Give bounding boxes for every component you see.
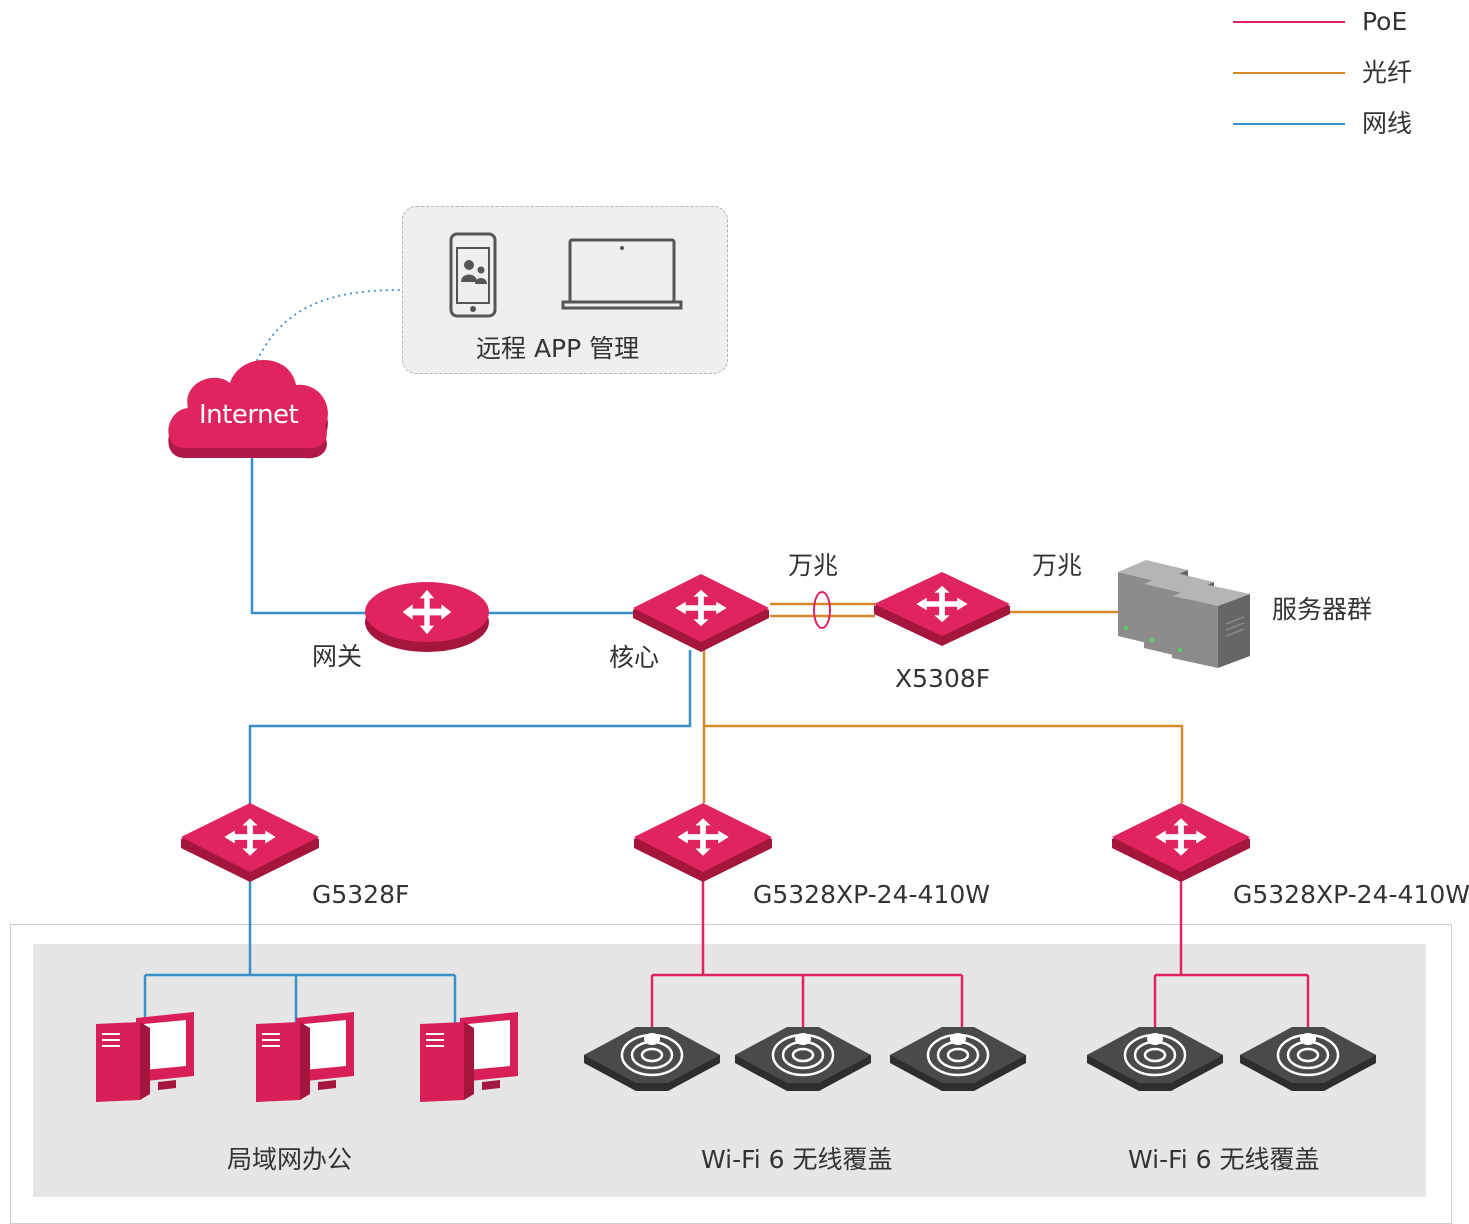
wifi2-zone-label: Wi-Fi 6 无线覆盖 <box>1128 1145 1320 1174</box>
core-wifi2-link <box>704 724 1184 803</box>
laptop-icon <box>561 238 683 310</box>
legend-ethernet-line <box>1233 123 1345 125</box>
access-point-icon-1 <box>584 1027 720 1091</box>
legend-fiber-line <box>1233 72 1345 74</box>
office-pc-links <box>143 878 457 1030</box>
internet-cloud-icon <box>168 359 328 459</box>
legend-fiber-label: 光纤 <box>1362 58 1413 87</box>
access-point-icon-5 <box>1240 1027 1376 1091</box>
servers-label: 服务器群 <box>1272 595 1373 624</box>
core-label: 核心 <box>609 643 660 672</box>
pc-icon-3 <box>420 1012 518 1102</box>
core-office-link <box>248 650 692 810</box>
legend-poe-line <box>1233 21 1345 23</box>
x5308f-switch-icon <box>874 572 1010 646</box>
remote-link <box>251 289 403 373</box>
access-point-icon-4 <box>1087 1027 1223 1091</box>
link-label-x5308f-servers: 万兆 <box>1032 551 1083 580</box>
office-zone-label: 局域网办公 <box>227 1145 353 1174</box>
wifi2-switch-icon <box>1112 803 1250 882</box>
legend-poe-label: PoE <box>1362 7 1408 36</box>
access-point-icon-2 <box>735 1027 871 1091</box>
legend-ethernet-label: 网线 <box>1362 109 1413 138</box>
office-switch-icon <box>181 803 319 882</box>
link-label-core-x5308f: 万兆 <box>788 551 839 580</box>
wifi2-ap-links <box>1153 878 1310 1030</box>
gateway-label: 网关 <box>312 642 363 671</box>
wifi1-zone-label: Wi-Fi 6 无线覆盖 <box>701 1145 893 1174</box>
wifi1-switch-icon <box>634 803 772 882</box>
gateway-router-icon <box>365 582 489 652</box>
core-switch-icon <box>633 574 769 652</box>
internet-label: Internet <box>199 400 299 430</box>
internet-gateway-link <box>250 458 370 615</box>
wifi2-switch-label: G5328XP-24-410W <box>1233 880 1469 909</box>
link-aggregation-ring <box>813 591 831 629</box>
access-point-icon-3 <box>890 1027 1026 1091</box>
server-cluster-icon <box>1118 560 1250 668</box>
remote-management-label: 远程 APP 管理 <box>476 334 640 363</box>
wifi1-switch-label: G5328XP-24-410W <box>753 880 990 909</box>
pc-icon-2 <box>256 1012 354 1102</box>
x5308f-label: X5308F <box>895 664 991 693</box>
phone-icon <box>449 232 497 318</box>
pc-icon-1 <box>96 1012 194 1102</box>
wifi1-ap-links <box>650 878 964 1030</box>
office-switch-label: G5328F <box>312 880 410 909</box>
